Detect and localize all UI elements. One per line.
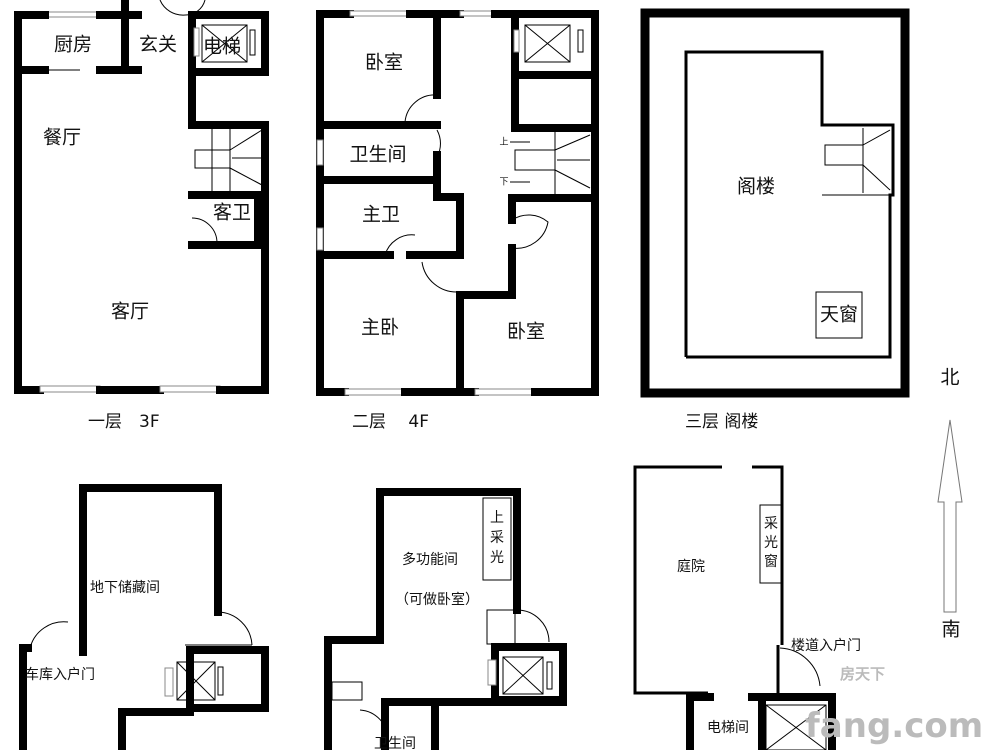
floor-2-plan: 上 下 卧室 卫生间 主卫 主卧 卧室 二层 4F [316,10,599,432]
floor-3-caption: 三层 阁楼 [685,412,758,432]
basement-multi-room-plan: 上 采 光 多功能间 （可做卧室） 卫生间 [324,488,567,750]
floor-1-plan: 厨房 玄关 电梯 餐厅 客卫 客厅 一层 3F [14,0,269,432]
window-label-3: 窗 [764,553,778,570]
stair-entry-door-label: 楼道入户门 [791,637,861,654]
floor-2-caption: 二层 4F [352,412,429,432]
room-master-bedroom: 主卧 [361,317,399,339]
room-multi-function: 多功能间 [402,551,458,568]
light-label-3: 光 [490,550,504,566]
watermark-brand-cn: 房天下 [840,665,885,683]
garage-door-label: 车库入户门 [25,666,95,683]
basement-storage-plan: 地下储藏间 车库入户门 [19,484,269,750]
compass-north: 北 [940,367,959,389]
stair-down-label: 下 [499,178,508,188]
room-multi-note: （可做卧室） [395,591,479,608]
room-guest-bath: 客卫 [213,202,251,224]
room-attic: 阁楼 [737,176,775,198]
window-label-1: 采 [764,516,778,532]
room-storage: 地下储藏间 [90,580,160,596]
courtyard-plan: 采 光 窗 庭院 楼道入户门 电梯间 [633,465,861,750]
watermark-brand-en: fang.com [805,706,983,746]
room-bathroom: 卫生间 [349,144,406,166]
stair-f1 [194,128,263,192]
compass: 北 南 [937,367,963,641]
room-master-bath: 主卫 [362,204,400,226]
stair-up-label: 上 [499,137,508,148]
floor-3-plan: 阁楼 天窗 三层 阁楼 [640,8,910,432]
room-foyer: 玄关 [139,34,177,56]
light-label-1: 上 [490,510,504,526]
room-living: 客厅 [111,301,149,323]
skylight: 天窗 [820,304,858,326]
window-label-2: 光 [764,535,778,551]
compass-south: 南 [941,619,960,641]
room-courtyard: 庭院 [677,558,705,575]
room-bedroom-north: 卧室 [365,52,403,74]
stair-f3 [822,128,893,196]
stair-f2 [510,130,591,195]
room-elevator-hall: 电梯间 [707,720,749,736]
light-label-2: 采 [490,530,504,546]
room-dining: 餐厅 [43,127,81,149]
room-bedroom-south: 卧室 [507,321,545,343]
room-bath-basement: 卫生间 [374,736,416,750]
room-kitchen: 厨房 [54,34,92,56]
room-elevator: 电梯 [203,36,241,58]
watermark-logo: 房天下 fang.com [805,665,983,746]
floor-1-caption: 一层 3F [88,412,160,432]
